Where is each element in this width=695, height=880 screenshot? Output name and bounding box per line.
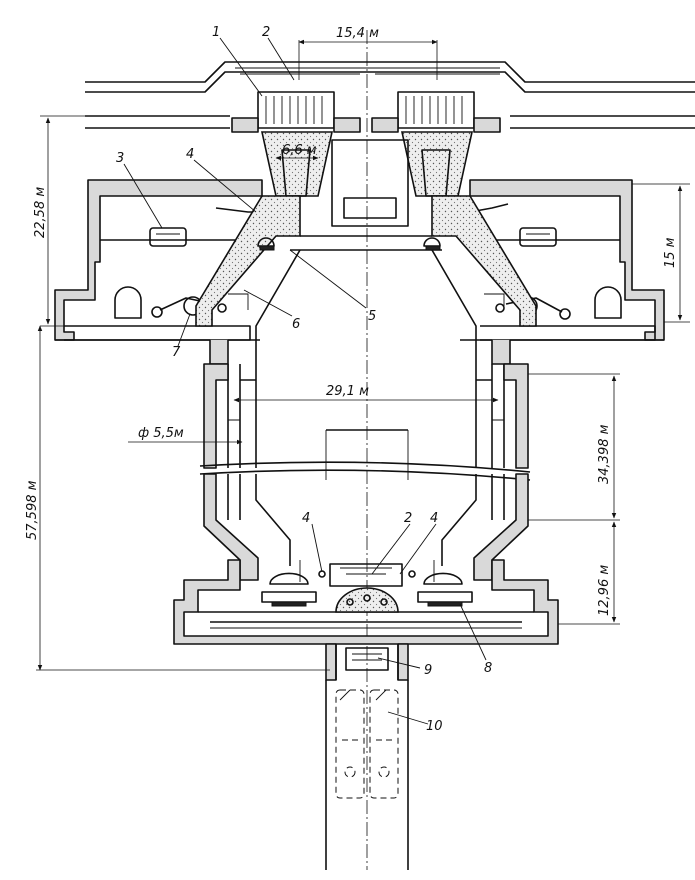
callout-8: 8 (484, 661, 492, 676)
callout-1: 1 (212, 25, 220, 40)
dim-inner-span: 6,6 м (282, 143, 317, 158)
callout-leaders (123, 37, 487, 725)
dim-top-span: 15,4 м (336, 26, 379, 41)
plenum-equipment (114, 203, 622, 320)
upper-transition (195, 195, 537, 364)
callout-9: 9 (424, 663, 432, 678)
callout-numbers: 1 2 3 4 5 6 7 4 2 4 8 9 10 (116, 25, 492, 734)
callout-6: 6 (292, 317, 300, 332)
dimension-lines (36, 39, 690, 671)
dim-pipe-diameter: ф 5,5м (138, 426, 184, 441)
dimension-texts: 15,4 м 6,6 м 22,58 м 15 м 29,1 м ф 5,5м … (25, 26, 678, 616)
callout-3: 3 (116, 151, 124, 166)
upper-plenum (54, 179, 665, 365)
callout-4-bottom-left: 4 (302, 511, 310, 526)
upper-gate-right (371, 91, 501, 197)
callout-5: 5 (368, 309, 376, 324)
callout-2-bottom: 2 (404, 511, 412, 526)
dim-shaft-width: 29,1 м (326, 384, 369, 399)
callout-4-bottom-right: 4 (430, 511, 438, 526)
callout-10: 10 (426, 719, 443, 734)
callout-4-top: 4 (186, 147, 194, 162)
dim-left-upper-height: 22,58 м (33, 187, 48, 238)
dim-left-total-height: 57,598 м (25, 480, 40, 540)
outlet-shaft (325, 643, 409, 870)
top-channel (85, 61, 695, 129)
dim-right-upper-height: 15 м (663, 237, 678, 268)
upper-gate-left (231, 91, 361, 197)
dim-right-middle-height: 34,398 м (597, 424, 612, 484)
callout-2-top: 2 (262, 25, 270, 40)
dim-right-lower-height: 12,96 м (597, 565, 612, 616)
central-box (331, 30, 409, 870)
lower-plenum (173, 559, 559, 645)
callout-7: 7 (172, 345, 181, 360)
